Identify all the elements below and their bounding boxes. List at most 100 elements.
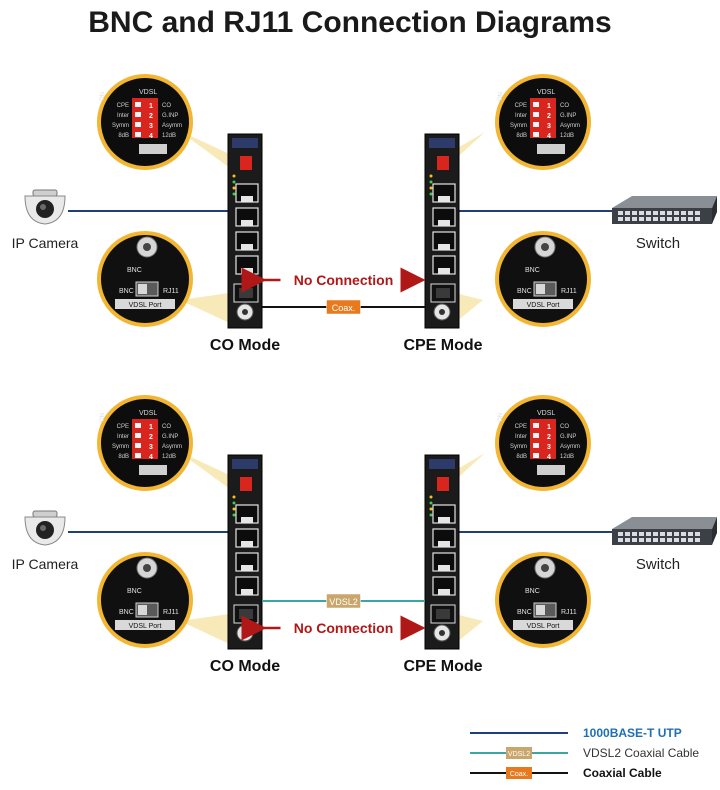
vdsl2-link: VDSL2 <box>262 593 425 609</box>
dip-right-label: Asymm <box>560 123 580 129</box>
dip-number: 1 <box>149 424 153 431</box>
legend-label: 1000BASE-T UTP <box>583 726 682 740</box>
dip-header: VDSL <box>139 89 157 96</box>
rj11-label: RJ11 <box>561 288 577 295</box>
dip-right-label: 12dB <box>560 133 574 139</box>
dip-on-label: ON <box>498 92 504 101</box>
dip-right-label: CO <box>560 103 569 109</box>
co-device <box>227 454 263 650</box>
bnc-label: BNC <box>119 609 134 616</box>
dip-number: 2 <box>547 113 551 120</box>
dip-left-label: CPE <box>515 424 527 430</box>
dip-left-label: Symm <box>510 444 527 450</box>
no-connection-link: No Connection <box>241 615 426 641</box>
co-mode-label: CO Mode <box>210 658 280 675</box>
dip-header: VDSL <box>537 410 555 417</box>
legend-tag-swatch <box>506 747 532 759</box>
ip-camera-label: IP Camera <box>12 556 79 572</box>
callout-leader <box>180 292 236 326</box>
bnc-top-label: BNC <box>127 588 142 595</box>
dip-number: 4 <box>149 133 153 140</box>
dip-left-label: 8dB <box>118 454 129 460</box>
dip-number: 3 <box>149 444 153 451</box>
switch-label: Switch <box>636 235 680 252</box>
dip-left-label: Inter <box>515 434 527 440</box>
dip-number: 1 <box>547 424 551 431</box>
bnc-top-label: BNC <box>525 588 540 595</box>
ip-camera-label: IP Camera <box>12 235 79 251</box>
legend-label: VDSL2 Coaxial Cable <box>583 746 699 760</box>
dip-left-label: Symm <box>112 444 129 450</box>
dip-header: VDSL <box>537 89 555 96</box>
dip-left-label: CPE <box>515 103 527 109</box>
coax-link: Coax. <box>262 299 425 315</box>
dip-right-label: 12dB <box>162 133 176 139</box>
callout-leader <box>178 451 238 495</box>
dip-right-label: Asymm <box>162 444 182 450</box>
dip-right-label: G.INP <box>560 434 576 440</box>
dip-left-label: 8dB <box>516 454 527 460</box>
dip-right-label: Asymm <box>560 444 580 450</box>
co-mode-label: CO Mode <box>210 337 280 354</box>
bnc-top-label: BNC <box>525 267 540 274</box>
dip-number: 4 <box>547 454 551 461</box>
legend-row: Coax.Coaxial Cable <box>470 766 662 780</box>
bnc-top-label: BNC <box>127 267 142 274</box>
dip-number: 3 <box>149 123 153 130</box>
switch-icon <box>612 196 717 224</box>
ip-camera-icon <box>24 189 66 225</box>
cpe-device <box>424 454 460 650</box>
dip-left-label: CPE <box>117 103 129 109</box>
dip-left-label: CPE <box>117 424 129 430</box>
cpe-device <box>424 133 460 329</box>
co-device <box>227 133 263 329</box>
dip-left-label: 8dB <box>118 133 129 139</box>
dip-number: 4 <box>149 454 153 461</box>
dip-right-label: G.INP <box>162 113 178 119</box>
rj11-label: RJ11 <box>561 609 577 616</box>
rj11-label: RJ11 <box>163 288 179 295</box>
dip-left-label: Symm <box>510 123 527 129</box>
vdsl2-link-tag: VDSL2 <box>329 597 358 607</box>
switch-label: Switch <box>636 556 680 573</box>
vdsl-port-label: VDSL Port <box>129 623 162 630</box>
callout-leader <box>180 613 236 647</box>
dip-number: 1 <box>149 103 153 110</box>
no-connection-label: No Connection <box>294 272 394 288</box>
legend-tag-text: Coax. <box>510 771 528 778</box>
dip-header: VDSL <box>139 410 157 417</box>
dip-right-label: 12dB <box>162 454 176 460</box>
dip-on-label: ON <box>498 413 504 422</box>
ip-camera-icon <box>24 510 66 546</box>
bnc-label: BNC <box>517 288 532 295</box>
dip-right-label: G.INP <box>560 113 576 119</box>
bnc-label: BNC <box>119 288 134 295</box>
dip-right-label: CO <box>162 103 171 109</box>
dip-left-label: Inter <box>515 113 527 119</box>
dip-number: 1 <box>547 103 551 110</box>
vdsl-port-label: VDSL Port <box>527 302 560 309</box>
legend-tag-swatch <box>506 767 532 779</box>
dip-number: 2 <box>149 113 153 120</box>
dip-left-label: 8dB <box>516 133 527 139</box>
vdsl-port-label: VDSL Port <box>527 623 560 630</box>
page-title: BNC and RJ11 Connection Diagrams <box>88 6 612 39</box>
dip-right-label: 12dB <box>560 454 574 460</box>
dip-on-label: ON <box>100 92 106 101</box>
dip-right-label: CO <box>560 424 569 430</box>
cpe-mode-label: CPE Mode <box>403 658 482 675</box>
callout-leader <box>178 130 238 174</box>
dip-number: 4 <box>547 133 551 140</box>
switch-icon <box>612 517 717 545</box>
